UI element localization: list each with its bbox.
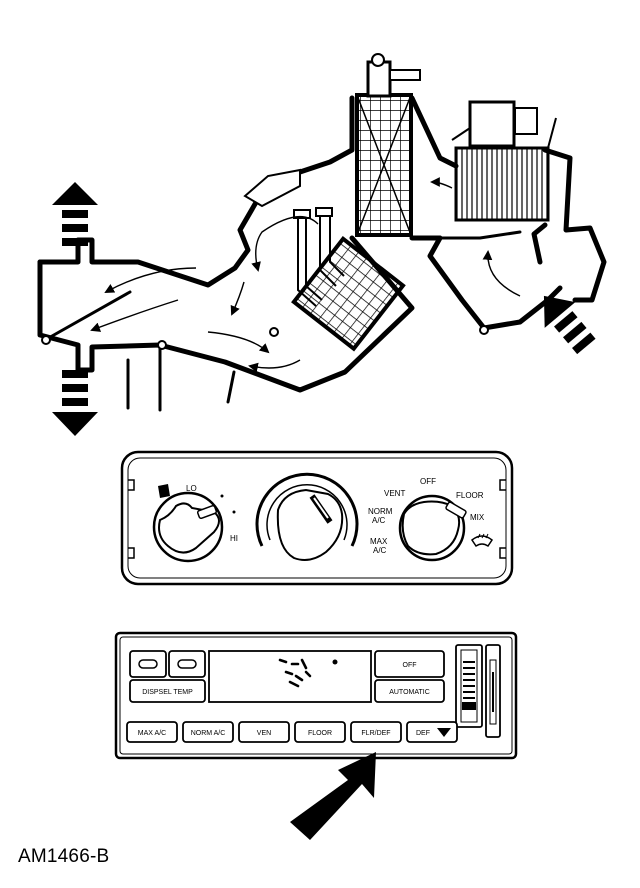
mode-button-label: NORM A/C <box>191 730 226 737</box>
mix-label: MIX <box>470 513 485 522</box>
figure-id-label: AM1466-B <box>18 846 110 867</box>
vent-label: VENT <box>384 489 405 498</box>
down-outflow-arrow <box>52 370 98 436</box>
fan-speed-slider[interactable] <box>455 644 483 728</box>
fan-tick <box>232 510 236 514</box>
pointer-arrow <box>290 752 376 840</box>
automatic-button[interactable] <box>374 679 445 703</box>
duct-lower-wall <box>37 235 415 393</box>
max-ac-label-line2: A/C <box>373 546 387 555</box>
fan-lo-label: LO <box>186 484 197 493</box>
heater-core-tubes <box>293 207 345 307</box>
lcd-display <box>208 650 372 703</box>
off-label: OFF <box>420 477 436 486</box>
temperature-knob[interactable] <box>255 472 359 561</box>
mode-button-def[interactable]: DEF <box>406 721 458 743</box>
mode-button-label: FLOOR <box>308 730 332 737</box>
internal-airflow-arrows <box>90 177 521 373</box>
display-select-temp-button[interactable] <box>129 679 206 703</box>
fan-speed-knob[interactable] <box>152 484 224 563</box>
fan-hi-label: HI <box>230 534 238 543</box>
mode-button-label: MAX A/C <box>138 730 166 737</box>
norm-ac-label-line1: NORM <box>368 507 393 516</box>
mode-button-norm-a-c[interactable]: NORM A/C <box>182 721 234 743</box>
mode-button-ven[interactable]: VEN <box>238 721 290 743</box>
heater-core <box>291 236 406 352</box>
bottom-button-row: MAX A/C NORM A/C VEN FLOOR FLR/DEF DEF <box>126 721 458 743</box>
temp-down-button[interactable] <box>129 650 167 678</box>
temp-up-button[interactable] <box>168 650 206 678</box>
door-pivot <box>157 340 167 350</box>
aspirator-housing <box>243 168 301 208</box>
blower-housing <box>531 147 607 303</box>
blower-motor <box>451 100 557 222</box>
up-outflow-arrow <box>52 182 98 246</box>
off-button[interactable] <box>374 650 445 678</box>
fan-tick <box>220 494 224 498</box>
mode-button-max-a-c[interactable]: MAX A/C <box>126 721 178 743</box>
door-pivot <box>479 325 489 335</box>
mode-button-label: VEN <box>257 730 271 737</box>
duct-bottom-legs <box>126 346 236 412</box>
mode-button-label: FLR/DEF <box>361 730 390 737</box>
defrost-icon <box>470 533 494 548</box>
hvac-duct-assembly <box>37 95 607 412</box>
max-ac-label-line1: MAX <box>370 537 388 546</box>
function-knob[interactable] <box>398 494 467 562</box>
door-pivot <box>41 335 51 345</box>
fan-segment-icon <box>278 658 312 688</box>
off-button-label: OFF <box>403 662 417 669</box>
inlet-airflow-arrow <box>543 295 596 355</box>
evaporator-core <box>355 53 421 237</box>
door-pivot <box>269 327 279 337</box>
mode-button-label: DEF <box>416 730 430 737</box>
automatic-button-label: AUTOMATIC <box>389 689 430 696</box>
mode-button-flr-def[interactable]: FLR/DEF <box>350 721 402 743</box>
mode-button-floor[interactable]: FLOOR <box>294 721 346 743</box>
duct-right-wall <box>409 95 563 331</box>
duct-left-divider <box>43 290 132 342</box>
temperature-bar-indicator <box>485 644 501 738</box>
display-select-temp-label: DISPSEL TEMP <box>142 689 193 696</box>
norm-ac-label-line2: A/C <box>372 516 386 525</box>
blower-inlet-wall <box>438 230 522 240</box>
defrost-fan-icon <box>437 728 451 737</box>
floor-label: FLOOR <box>456 491 484 500</box>
